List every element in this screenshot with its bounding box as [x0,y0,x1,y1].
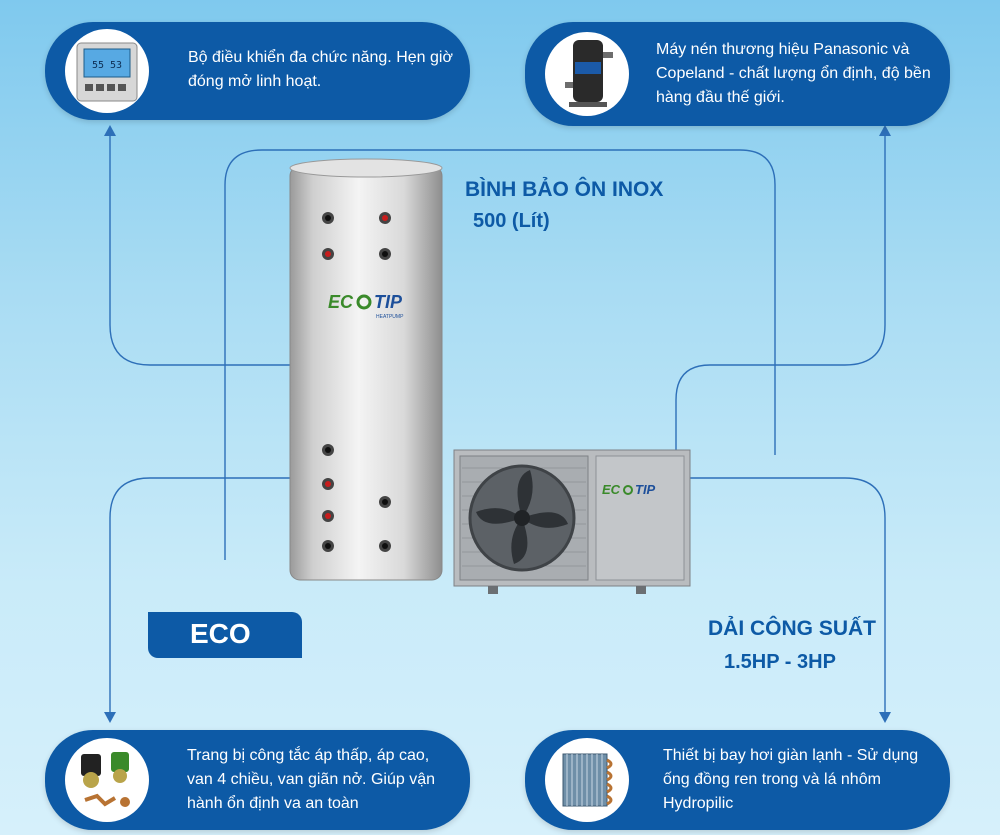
svg-text:EC: EC [328,292,354,312]
arrow-down-right [879,712,891,723]
connector-top-left [109,128,290,366]
valves-image [65,738,149,822]
feature-compressor-text: Máy nén thương hiệu Panasonic và Copelan… [656,41,931,106]
feature-evaporator-card: Thiết bị bay hơi giàn lạnh - Sử dụng ống… [525,730,950,830]
model-tag-eco: ECO [148,612,302,658]
evaporator-image [545,738,629,822]
feature-compressor-card: Máy nén thương hiệu Panasonic và Copelan… [525,22,950,126]
controller-display-readout: 55 53 [92,60,122,71]
feature-valves-card: Trang bị công tắc áp thấp, áp cao, van 4… [45,730,470,830]
tank-fittings-bottom [322,444,391,552]
connector-top-right [675,128,886,450]
arrow-down-left [104,712,116,723]
feature-controller-text: Bộ điều khiển đa chức năng. Hẹn giờ đóng… [188,49,453,90]
feature-evaporator-text: Thiết bị bay hơi giàn lạnh - Sử dụng ống… [663,747,919,812]
tank-logo: EC TIP HEATPUMP [328,292,404,320]
tank-capacity: 500 (Lít) [473,210,550,232]
svg-text:HEATPUMP: HEATPUMP [376,314,404,320]
tank-fittings-top [322,212,391,260]
svg-text:TIP: TIP [374,292,403,312]
svg-text:EC: EC [602,482,621,497]
arrow-up-right [879,125,891,136]
svg-text:TIP: TIP [635,482,656,497]
arrow-up-left [104,125,116,136]
power-range: 1.5HP - 3HP [724,651,836,673]
frame-top-line [262,149,776,455]
connector-bottom-right [690,477,886,718]
power-title: DẢI CÔNG SUẤT [708,617,876,640]
compressor-image [545,32,629,116]
model-tag-label: ECO [190,618,251,649]
frame-left-line [224,149,263,560]
tank-title: BÌNH BẢO ÔN INOX [465,178,664,201]
feature-valves-text: Trang bị công tắc áp thấp, áp cao, van 4… [187,747,435,812]
heat-pump-unit: EC TIP [453,449,691,594]
feature-controller-card: 55 53 Bộ điều khiển đa chức năng. Hẹn gi… [45,22,470,120]
stainless-tank: EC TIP HEATPUMP [289,158,443,581]
connector-bottom-left [109,477,290,718]
controller-image: 55 53 [65,29,149,113]
